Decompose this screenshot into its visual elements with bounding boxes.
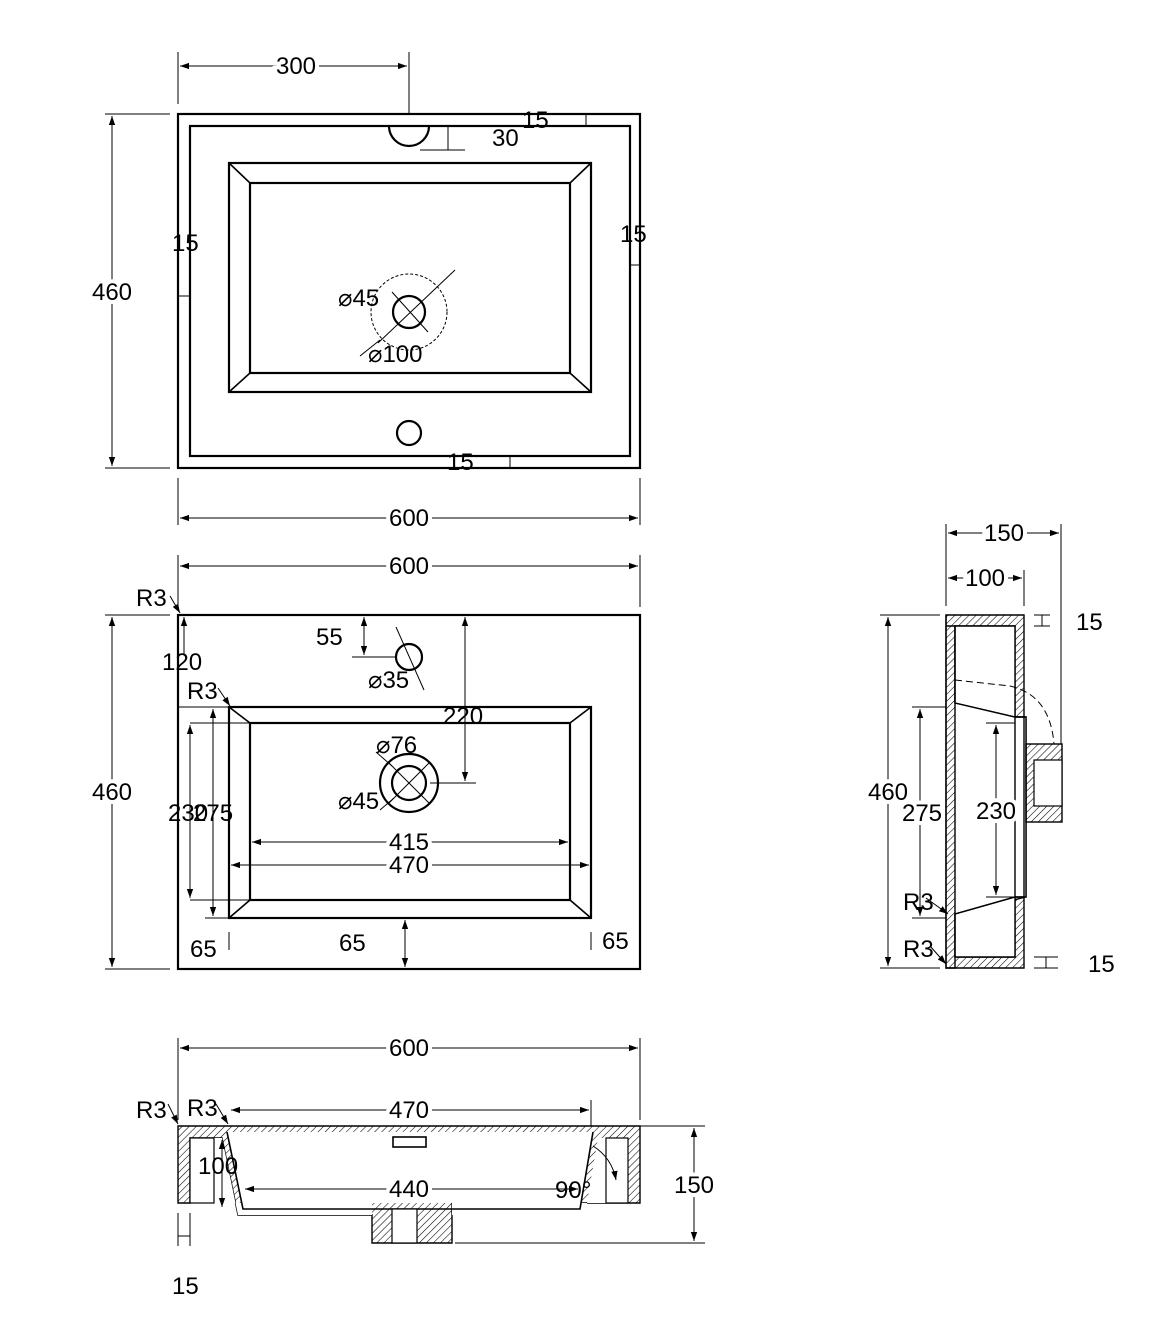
side-basin-wall bbox=[945, 615, 1025, 969]
front-view: 600 470 R3 R3 100 440 90° 150 15 bbox=[136, 1031, 718, 1300]
dim-300: 300 bbox=[276, 53, 316, 80]
dim-dia-76: ⌀76 bbox=[376, 732, 417, 759]
front-overflow-slot bbox=[392, 1136, 427, 1148]
dim-275-plan: 275 bbox=[193, 800, 233, 827]
plan-waste-leaders bbox=[375, 751, 431, 811]
dim-dia-35: ⌀35 bbox=[368, 667, 409, 694]
dim-15-rim-bottom: 15 bbox=[447, 449, 474, 476]
dim-65-left: 65 bbox=[190, 936, 217, 963]
dim-r3-side-a: R3 bbox=[903, 889, 934, 916]
top-rim-outline bbox=[188, 124, 632, 458]
dim-220: 220 bbox=[443, 703, 483, 730]
front-right-pocket bbox=[605, 1137, 629, 1204]
dim-120: 120 bbox=[162, 649, 202, 676]
dim-r3-side-b: R3 bbox=[903, 936, 934, 963]
top-waste-hole bbox=[391, 294, 427, 330]
dim-150-front: 150 bbox=[674, 1172, 714, 1199]
plan-outer-outline bbox=[176, 613, 642, 971]
dim-460-side: 460 bbox=[868, 779, 908, 806]
dim-150-side: 150 bbox=[984, 520, 1024, 547]
dim-r3-plan-basin: R3 bbox=[187, 678, 218, 705]
dim-15-rim-top: 15 bbox=[522, 107, 549, 134]
front-waste-bore bbox=[391, 1208, 418, 1244]
dim-100-side: 100 bbox=[965, 565, 1005, 592]
top-basin-inner bbox=[248, 181, 572, 375]
dim-460-top: 460 bbox=[92, 279, 132, 306]
dim-600-top: 600 bbox=[389, 505, 429, 532]
dim-r3-front-a: R3 bbox=[136, 1097, 167, 1124]
dim-275-side: 275 bbox=[902, 800, 942, 827]
top-basin-outer bbox=[227, 161, 593, 394]
dim-230-plan: 230 bbox=[168, 800, 208, 827]
dim-470-plan: 470 bbox=[389, 852, 429, 879]
dim-470-front: 470 bbox=[389, 1097, 429, 1124]
dim-15-side-top: 15 bbox=[1076, 609, 1103, 636]
dim-460-plan: 460 bbox=[92, 779, 132, 806]
top-tap-notch bbox=[387, 125, 431, 148]
plan-basin-bevels bbox=[228, 706, 592, 919]
side-basin-cavity bbox=[954, 625, 1027, 958]
dim-415: 415 bbox=[389, 829, 429, 856]
plan-basin-inner bbox=[248, 721, 572, 902]
top-waste-leaders bbox=[359, 269, 456, 357]
dim-600-front: 600 bbox=[389, 1035, 429, 1062]
dim-15-rim-left: 15 bbox=[172, 230, 199, 257]
plan-view: 600 460 R3 R3 120 55 ⌀35 220 ⌀76 ⌀45 230… bbox=[88, 549, 642, 971]
angle-arc-90 bbox=[592, 1145, 618, 1181]
dim-230-side: 230 bbox=[976, 798, 1016, 825]
dim-angle-90: 90° bbox=[555, 1177, 591, 1204]
dim-100-front: 100 bbox=[198, 1153, 238, 1180]
dim-r3-front-b: R3 bbox=[187, 1095, 218, 1122]
top-overflow-hole bbox=[395, 419, 423, 447]
dim-440: 440 bbox=[389, 1176, 429, 1203]
top-notch-markers bbox=[420, 114, 587, 151]
top-basin-bevels bbox=[228, 162, 592, 393]
dim-15-side-bottom: 15 bbox=[1088, 951, 1115, 978]
dim-65-right: 65 bbox=[602, 928, 629, 955]
top-side-ticks bbox=[178, 264, 640, 468]
dim-30-notch: 30 bbox=[492, 125, 519, 152]
dim-55: 55 bbox=[316, 624, 343, 651]
dim-dia-45-top: ⌀45 bbox=[338, 285, 379, 312]
top-waste-flange bbox=[370, 273, 448, 351]
dim-15-front: 15 bbox=[172, 1273, 199, 1300]
dim-dia-45-plan: ⌀45 bbox=[338, 788, 379, 815]
side-view: 150 100 15 15 460 275 230 R3 bbox=[864, 516, 1115, 978]
dim-r3-plan-corner: R3 bbox=[136, 585, 167, 612]
dim-15-rim-right: 15 bbox=[620, 221, 647, 248]
side-overflow-channel bbox=[954, 679, 1055, 745]
plan-basin-outer bbox=[227, 705, 593, 920]
dim-600-plan: 600 bbox=[389, 553, 429, 580]
dim-dia-100-top: ⌀100 bbox=[368, 341, 423, 368]
dim-65-mid: 65 bbox=[339, 930, 366, 957]
side-waste-bore bbox=[1033, 759, 1063, 807]
front-left-pocket bbox=[189, 1137, 215, 1204]
plan-waste-inner bbox=[390, 764, 428, 802]
plan-tap-leaders bbox=[352, 626, 425, 691]
top-view: 300 460 600 30 15 15 15 15 ⌀45 ⌀100 bbox=[88, 49, 647, 536]
front-basin-cavity bbox=[190, 1132, 628, 1215]
